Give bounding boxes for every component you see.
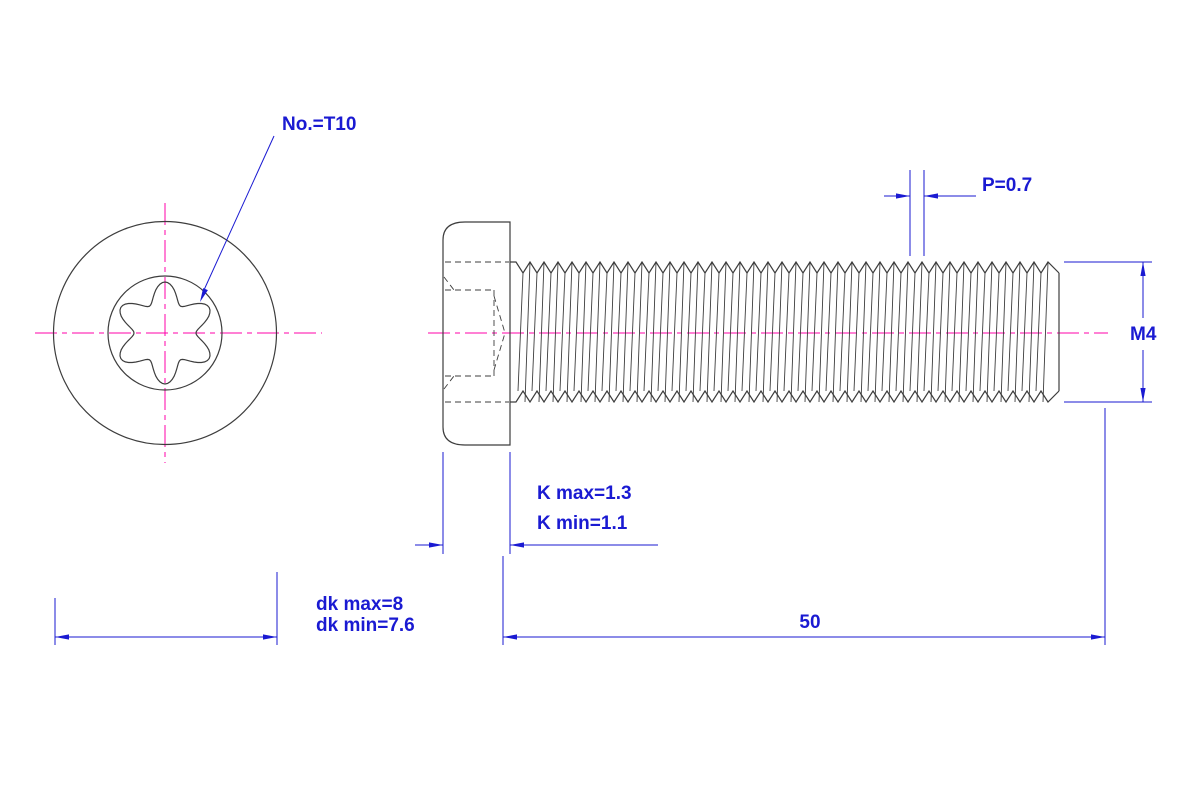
length-arrow-left [503, 634, 517, 639]
thread-top-profile [510, 262, 1059, 273]
thread [510, 262, 1059, 402]
k-arrow-right [510, 542, 524, 547]
k-arrow-left [429, 542, 443, 547]
pitch-arrow-left [896, 193, 910, 198]
label-pitch: P=0.7 [982, 175, 1032, 196]
dk-arrow-left [55, 634, 69, 639]
torx-leader: No.=T10 [200, 114, 356, 302]
thread-size-dimension: M4 [1064, 262, 1157, 402]
label-head-height-max: K max=1.3 [537, 483, 632, 504]
head-diameter-dimension: dk max=8 dk min=7.6 [55, 572, 415, 645]
pitch-dimension: P=0.7 [884, 170, 1032, 256]
dimensions: No.=T10 P=0.7 M4 [55, 114, 1157, 645]
label-head-dia-max: dk max=8 [316, 594, 403, 615]
head-height-dimension: K max=1.3 K min=1.1 [415, 452, 658, 554]
label-torx-drive: No.=T10 [282, 114, 356, 135]
label-thread-size: M4 [1130, 324, 1157, 345]
m4-arrow-top [1140, 262, 1145, 276]
front-view [35, 203, 322, 463]
dk-arrow-right [263, 634, 277, 639]
label-length: 50 [799, 612, 820, 633]
label-head-dia-min: dk min=7.6 [316, 615, 415, 636]
label-head-height-min: K min=1.1 [537, 513, 628, 534]
m4-arrow-bottom [1140, 388, 1145, 402]
side-view [428, 222, 1108, 445]
thread-flank-lines [518, 262, 1048, 402]
hidden-recess-lines [444, 262, 509, 402]
thread-bottom-profile [510, 391, 1059, 402]
length-arrow-right [1091, 634, 1105, 639]
leader-arrowhead [200, 288, 208, 302]
pitch-arrow-right [924, 193, 938, 198]
